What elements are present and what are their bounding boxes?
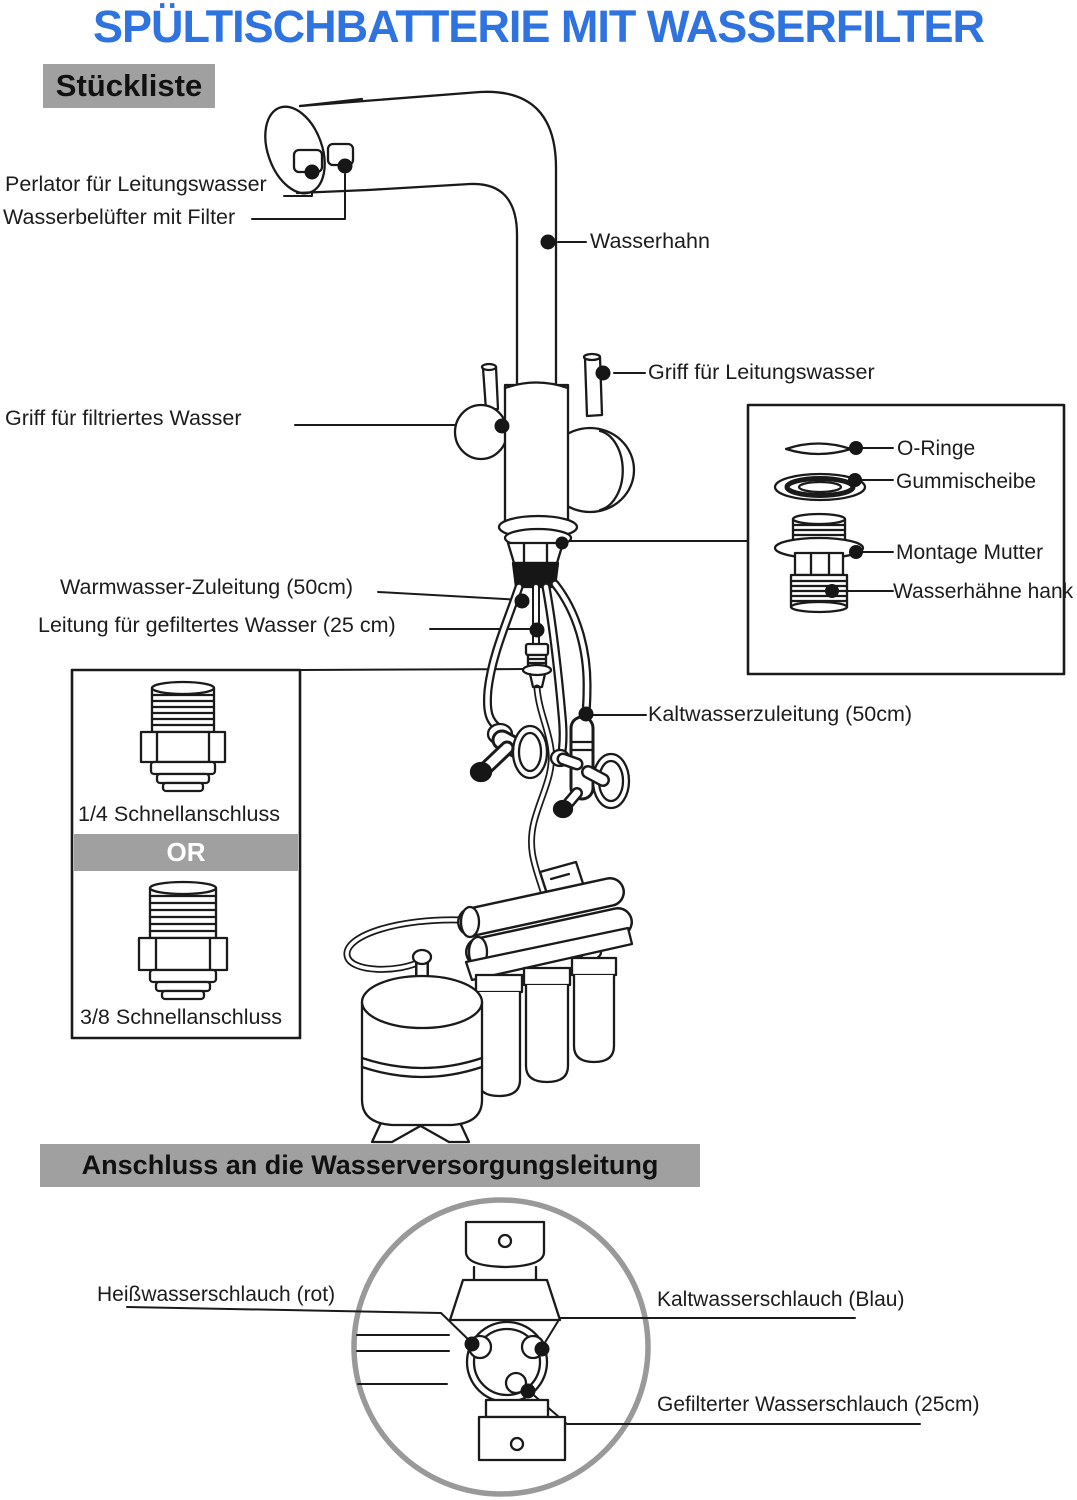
faucet-body-drawing (453, 352, 636, 589)
label-o-ring: O-Ringe (897, 437, 976, 460)
label-filtered-line: Leitung für gefiltertes Wasser (25 cm) (38, 613, 396, 637)
label-filtered-hose: Gefilterter Wasserschlauch (25cm) (657, 1393, 980, 1416)
adapter-box-drawing (70, 668, 302, 1040)
pressure-tank-drawing (360, 948, 484, 1144)
label-cold-hose: Kaltwasserschlauch (Blau) (657, 1288, 905, 1311)
callout-dots (304, 158, 863, 722)
parts-list-heading: Stückliste (43, 64, 215, 108)
label-shank: Wasserhähne hank (893, 580, 1074, 603)
page-title: SPÜLTISCHBATTERIE MIT WASSERFILTER (93, 1, 985, 52)
supply-hoses-drawing (482, 579, 592, 912)
angle-valves-drawing (469, 715, 631, 819)
label-three-eighth-adapter: 3/8 Schnellanschluss (80, 1005, 282, 1029)
label-hot-supply: Warmwasser-Zuleitung (50cm) (60, 575, 354, 599)
label-mounting-nut: Montage Mutter (896, 541, 1044, 564)
label-perlator: Perlator für Leitungswasser (5, 172, 267, 196)
label-hot-hose: Heißwasserschlauch (rot) (97, 1283, 336, 1306)
connection-circle-drawing (126, 1197, 921, 1497)
label-filtered-water-handle: Griff für filtriertes Wasser (5, 406, 242, 430)
label-quarter-adapter: 1/4 Schnellanschluss (78, 802, 280, 826)
faucet-spout-drawing (264, 90, 558, 385)
label-cold-supply: Kaltwasserzuleitung (50cm) (648, 702, 913, 726)
or-divider: OR (74, 834, 298, 871)
mounting-parts-box-drawing (746, 403, 1066, 676)
label-tap: Wasserhahn (590, 229, 710, 253)
label-aerator: Wasserbelüfter mit Filter (3, 205, 236, 229)
filter-system-drawing (343, 860, 634, 1098)
label-tap-water-handle: Griff für Leitungswasser (648, 360, 875, 384)
connection-heading: Anschluss an die Wasserversorgungsleitun… (40, 1144, 700, 1187)
label-rubber-washer: Gummischeibe (896, 470, 1037, 493)
